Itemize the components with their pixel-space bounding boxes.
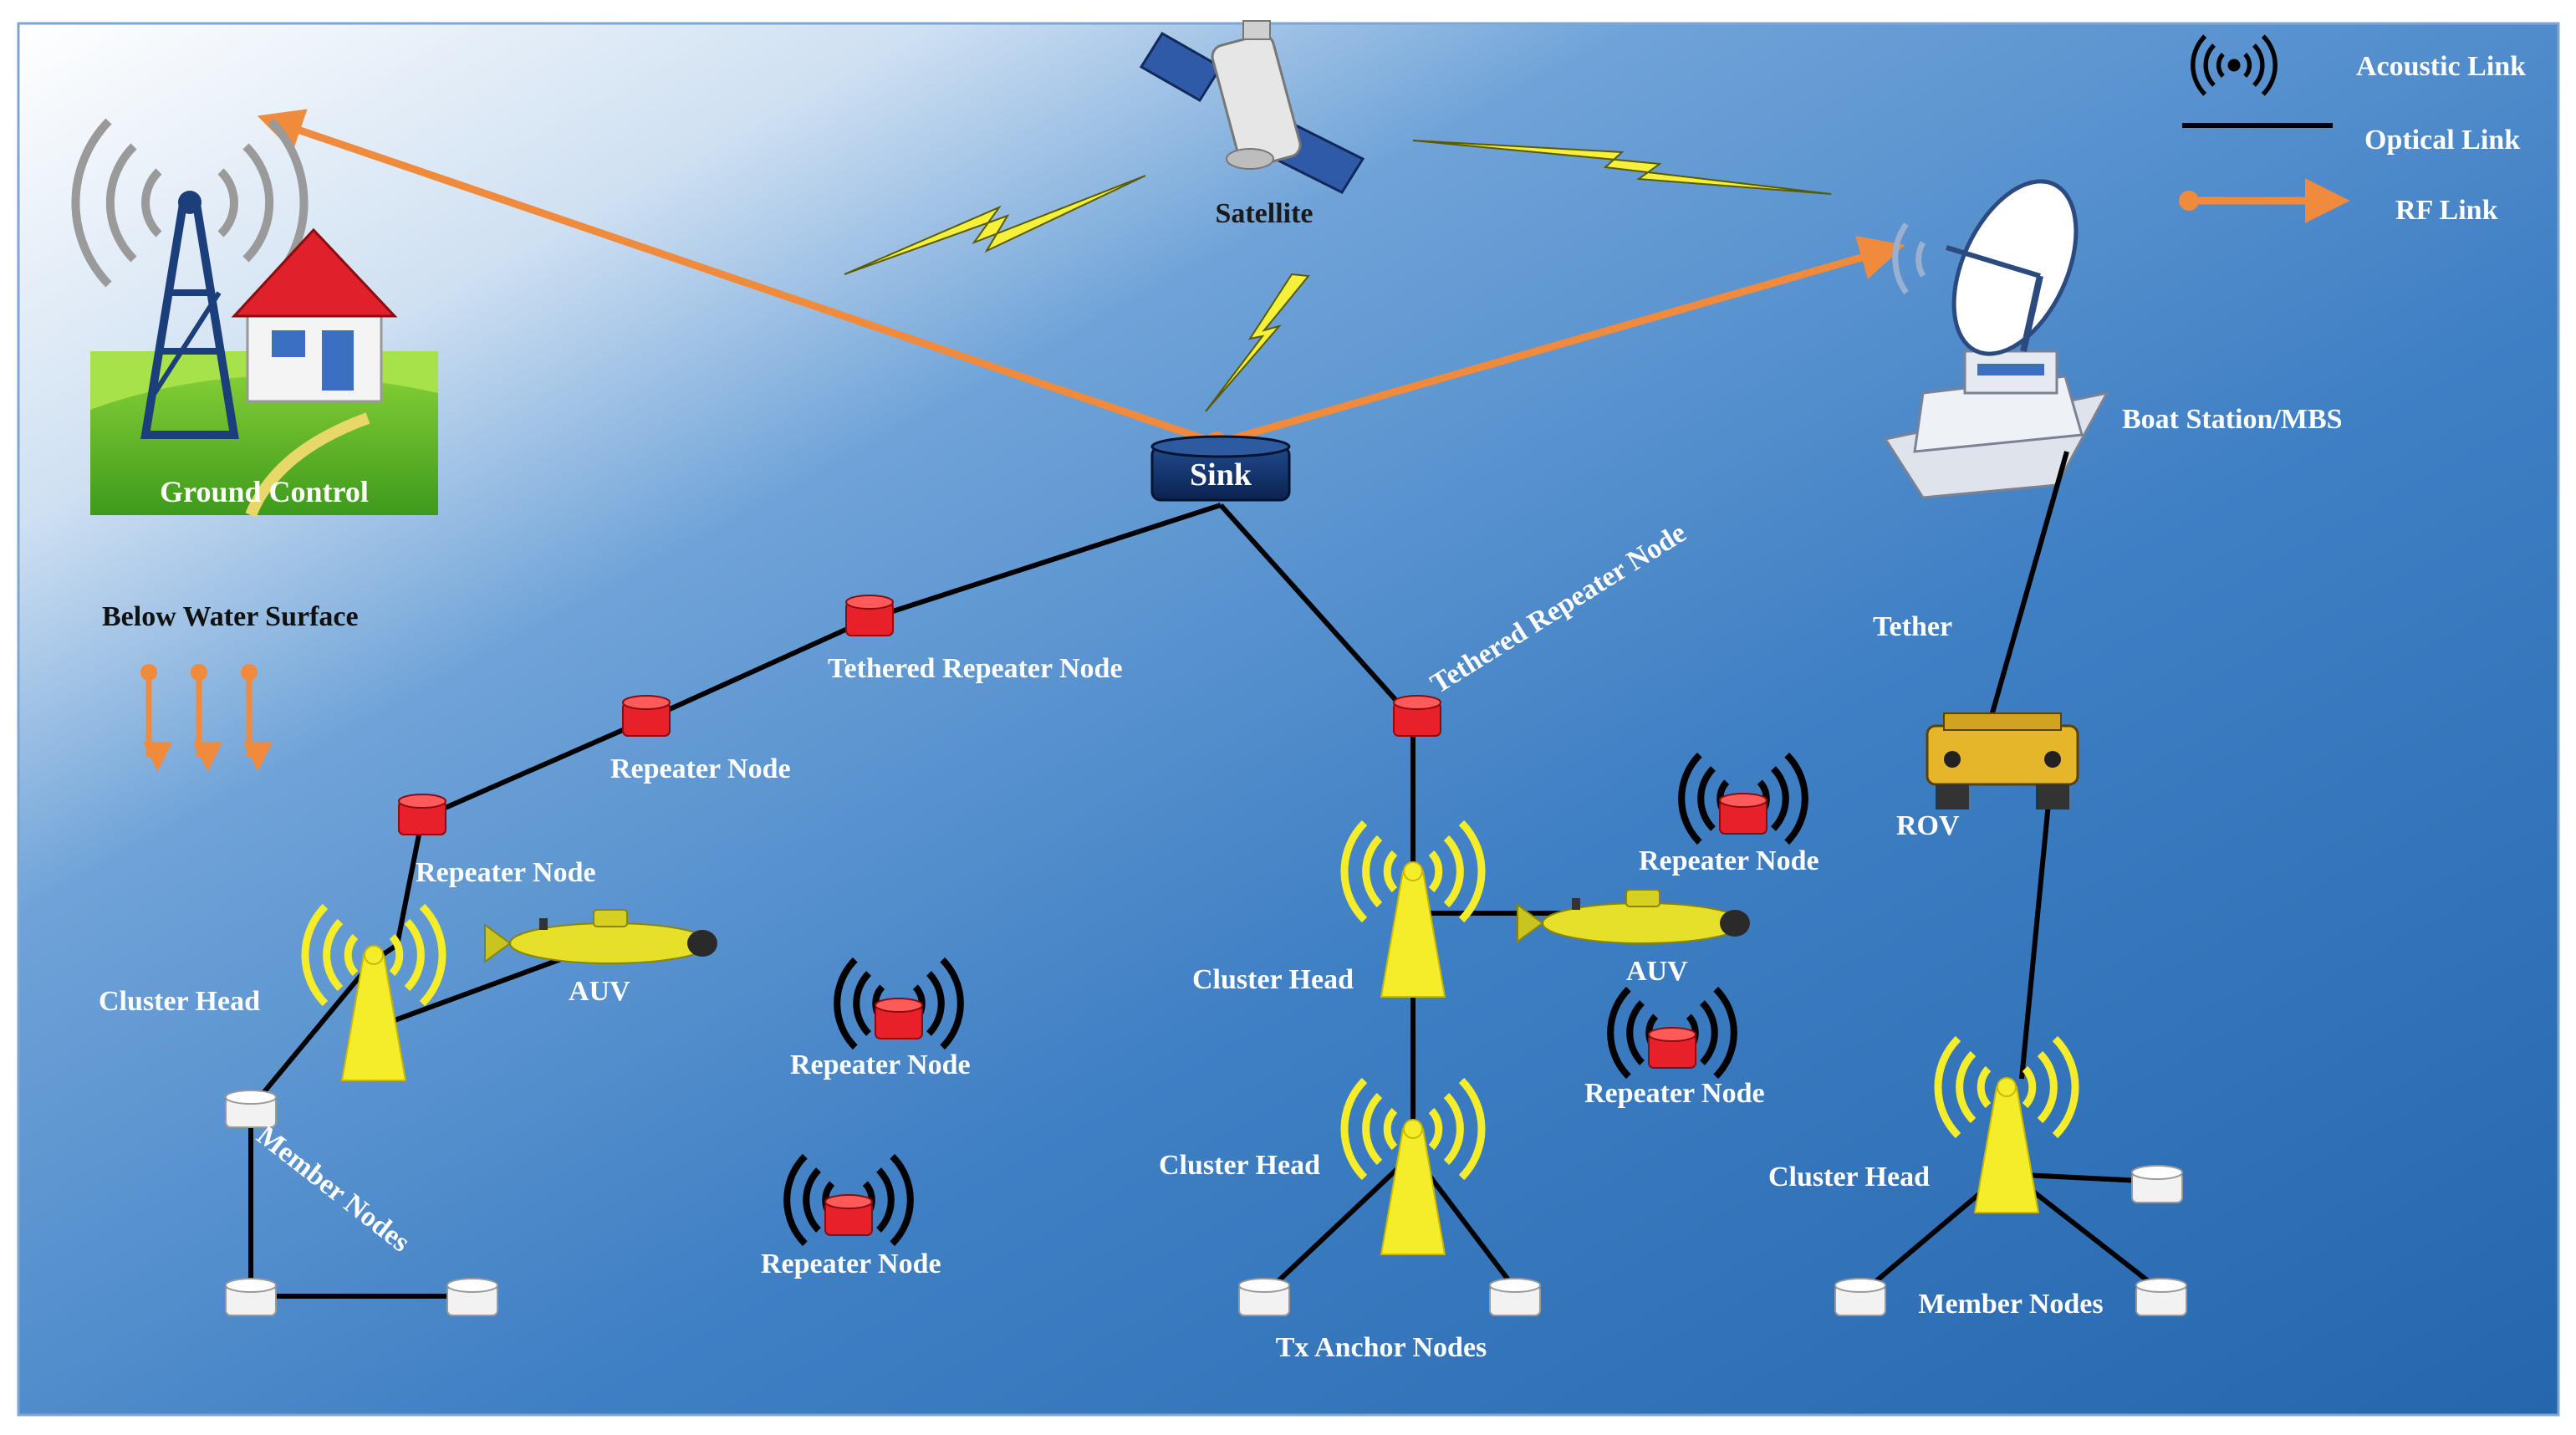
rov-icon	[1926, 712, 2079, 809]
legend-acoustic-icon	[2193, 36, 2275, 94]
repeater-6-label: Repeater Node	[761, 1249, 941, 1279]
repeater-4-label: Repeater Node	[790, 1049, 971, 1080]
satellite-label: Satellite	[1215, 198, 1313, 229]
tx-anchor-nodes-label: Tx Anchor Nodes	[1276, 1332, 1487, 1363]
legend-optical-label: Optical Link	[2364, 125, 2520, 156]
repeater-5-label: Repeater Node	[1584, 1078, 1765, 1109]
repeater-node-2	[398, 794, 446, 835]
member-nodes-right-label: Member Nodes	[1918, 1289, 2103, 1320]
repeater-3-label: Repeater Node	[1639, 845, 1819, 876]
anchor-node-1	[1238, 1278, 1290, 1316]
tether-label: Tether	[1873, 611, 1952, 642]
optical-links	[248, 451, 2167, 1299]
tethered-repeater-right	[1393, 695, 1441, 737]
repeater-1-label: Repeater Node	[610, 753, 791, 784]
sink-node	[1150, 435, 1291, 502]
member-node-2	[225, 1278, 277, 1316]
member-node-3	[446, 1278, 498, 1316]
ground-control-icon	[71, 118, 438, 518]
cluster-head-3-label: Cluster Head	[1159, 1150, 1320, 1181]
cluster-head-1-label: Cluster Head	[99, 986, 260, 1017]
lightning-sink	[1205, 273, 1310, 412]
repeater-node-1	[622, 695, 671, 737]
member-node-4	[2131, 1165, 2183, 1203]
below-water-arrows	[140, 664, 273, 772]
rf-link-boat	[1215, 236, 1905, 447]
tethered-repeater-left	[845, 595, 894, 636]
tethered-repeater-left-label: Tethered Repeater Node	[828, 653, 1123, 684]
lightning-right	[1412, 140, 1832, 195]
boat-station-label: Boat Station/MBS	[2122, 404, 2343, 435]
boat-station-icon	[1883, 179, 2109, 499]
repeater-2-label: Repeater Node	[416, 857, 596, 888]
auv-2-label: AUV	[1626, 956, 1688, 987]
cluster-head-4-label: Cluster Head	[1768, 1162, 1930, 1192]
ground-control-label: Ground Control	[160, 475, 369, 508]
lightning-left	[844, 175, 1146, 275]
ocean-background	[18, 23, 2558, 1415]
cluster-head-2-label: Cluster Head	[1192, 964, 1354, 995]
member-node-6	[2135, 1278, 2187, 1316]
sink-label: Sink	[1190, 457, 1252, 493]
frame-border	[17, 22, 2560, 1417]
satellite-icon	[1139, 20, 1365, 194]
legend-rf-label: RF Link	[2395, 195, 2498, 226]
rov-label: ROV	[1896, 810, 1960, 841]
below-water-label: Below Water Surface	[102, 601, 359, 632]
anchor-node-2	[1489, 1278, 1541, 1316]
legend: Acoustic Link Optical Link RF Link	[2179, 36, 2526, 226]
legend-acoustic-label: Acoustic Link	[2356, 51, 2526, 82]
member-node-5	[1834, 1278, 1886, 1316]
auv-1-label: AUV	[569, 976, 630, 1007]
rf-link-ground	[257, 109, 1218, 447]
